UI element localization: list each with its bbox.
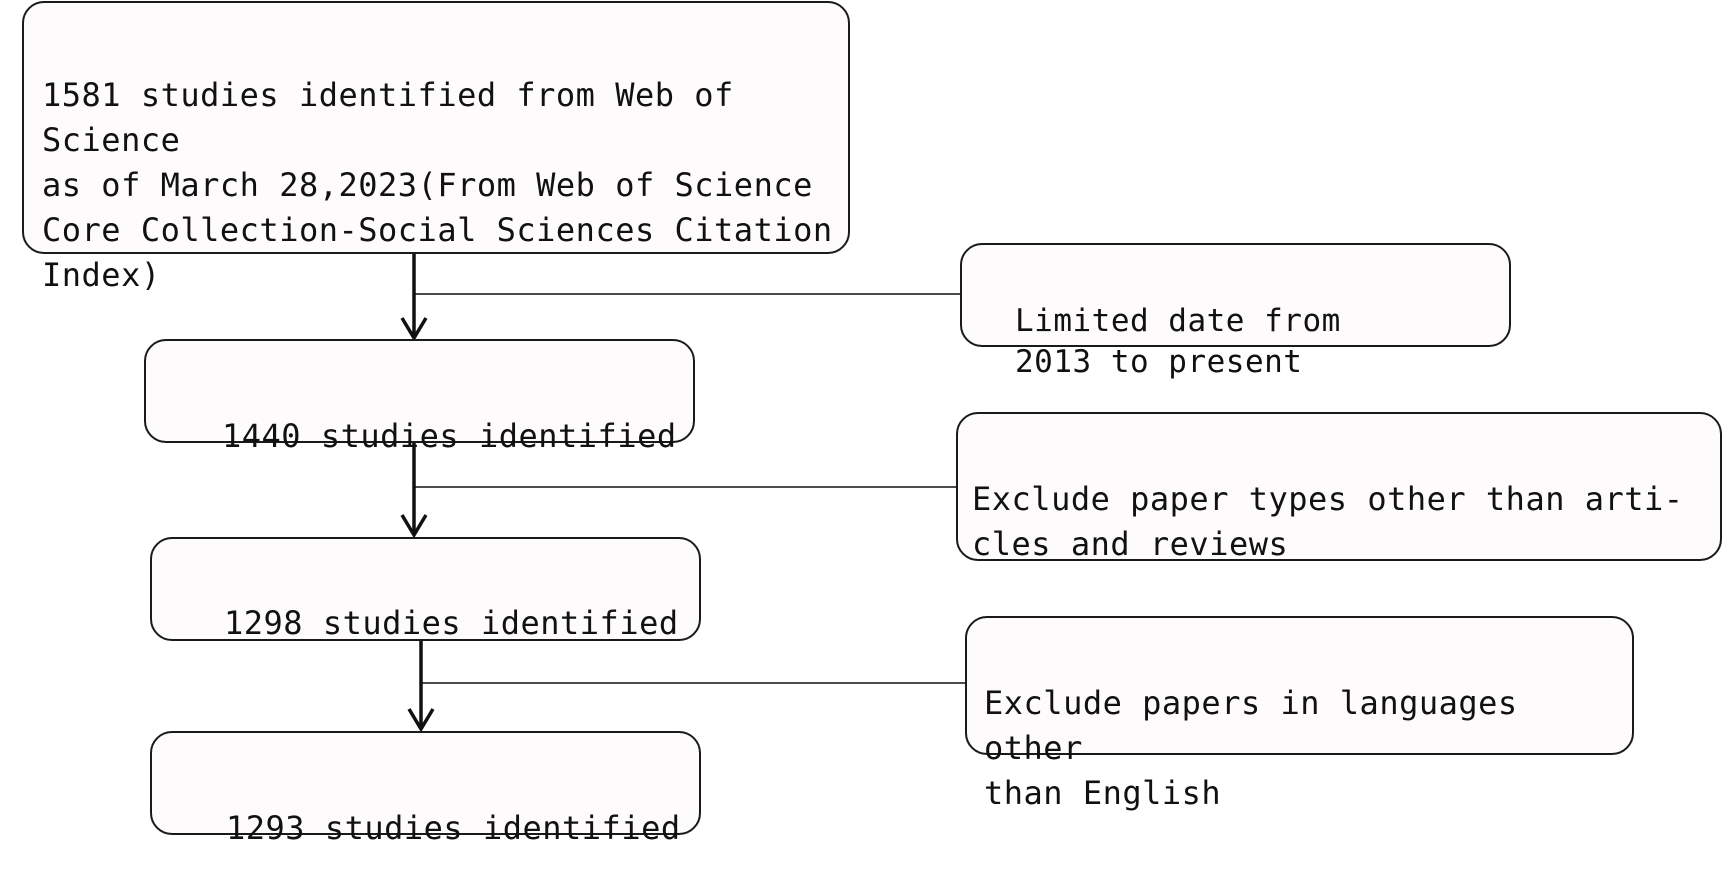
exclude-types-box: Exclude paper types other than arti- cle…	[956, 412, 1722, 563]
studies-1440-box: 1440 studies identified	[144, 339, 695, 455]
studies-1440-text: 1440 studies identified	[222, 417, 677, 455]
studies-1293-text: 1293 studies identified	[226, 809, 681, 847]
date-limit-text: Limited date from 2013 to present	[1015, 303, 1341, 380]
studies-1298-text: 1298 studies identified	[224, 604, 679, 642]
source-studies-text: 1581 studies identified from Web of Scie…	[42, 76, 833, 294]
source-studies-box: 1581 studies identified from Web of Scie…	[22, 1, 850, 294]
exclude-language-text: Exclude papers in languages other than E…	[984, 684, 1518, 812]
arrow-3-head	[407, 708, 435, 733]
studies-1298-box: 1298 studies identified	[150, 537, 701, 642]
connectors	[400, 254, 965, 733]
date-limit-box: Limited date from 2013 to present	[960, 243, 1511, 380]
arrow-2-head	[400, 514, 428, 539]
exclude-types-text: Exclude paper types other than arti- cle…	[972, 480, 1684, 563]
exclude-language-box: Exclude papers in languages other than E…	[965, 616, 1634, 812]
studies-1293-box: 1293 studies identified	[150, 731, 701, 847]
arrow-1-head	[400, 317, 428, 342]
